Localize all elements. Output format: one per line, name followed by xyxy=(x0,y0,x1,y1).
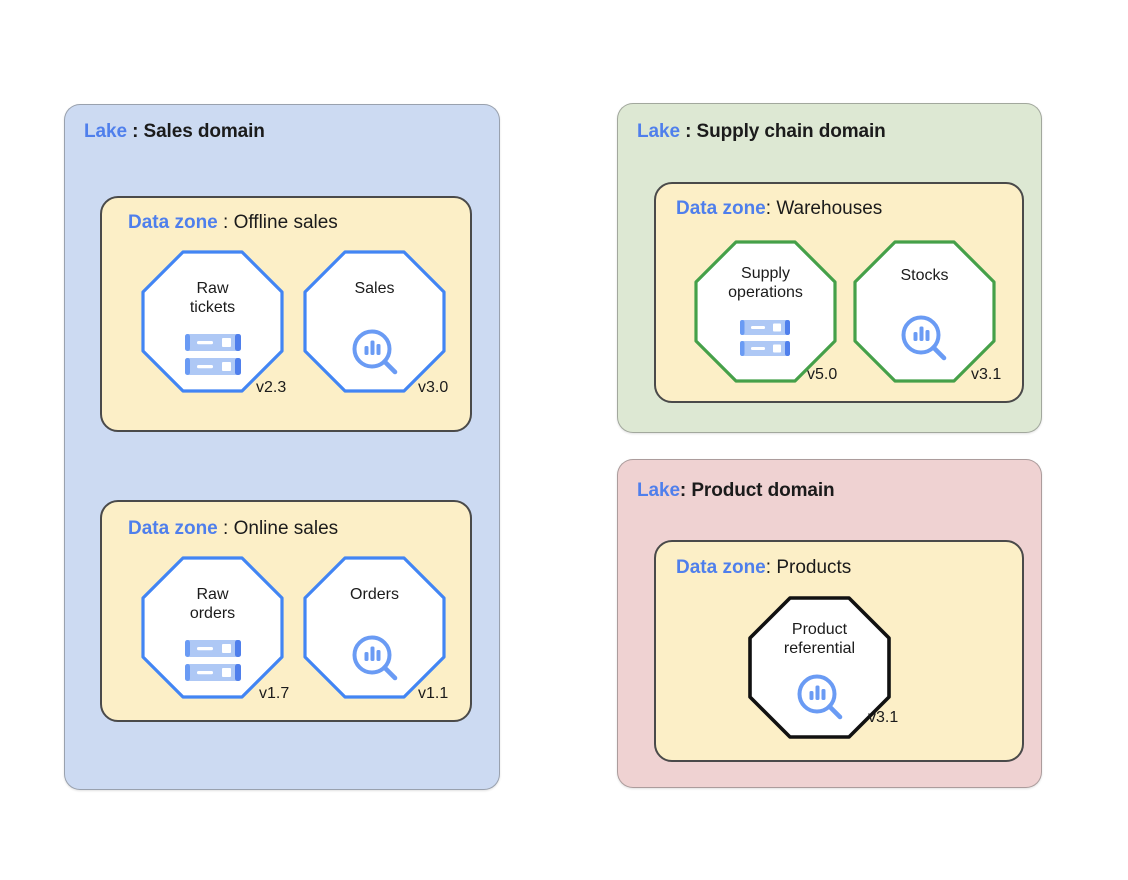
zone-separator: : xyxy=(217,212,234,233)
data-asset-version: v3.1 xyxy=(868,709,899,726)
zone-keyword: Data zone xyxy=(128,518,218,539)
data-zone-warehouses-title: Data zone: Warehouses xyxy=(676,198,882,220)
data-asset-orders[interactable]: Orders v1.1 xyxy=(303,556,448,702)
data-asset-version: v1.1 xyxy=(418,685,449,702)
zone-name: Warehouses xyxy=(776,198,883,219)
data-zone-online-sales-title: Data zone : Online sales xyxy=(128,518,338,540)
zone-keyword: Data zone xyxy=(676,198,766,219)
zone-separator: : xyxy=(217,518,234,539)
data-asset-version: v3.1 xyxy=(971,366,1002,383)
zone-separator: : xyxy=(765,557,777,578)
zone-keyword: Data zone xyxy=(128,212,218,233)
octagon-shape xyxy=(694,240,837,383)
octagon-shape xyxy=(303,556,446,699)
data-zone-offline-sales-title: Data zone : Offline sales xyxy=(128,212,338,234)
lake-name: Sales domain xyxy=(143,121,265,142)
octagon-shape xyxy=(853,240,996,383)
lake-supply-chain-domain-title: Lake : Supply chain domain xyxy=(637,121,886,143)
zone-name: Offline sales xyxy=(233,212,338,233)
octagon-shape xyxy=(748,596,891,739)
octagon-shape xyxy=(141,556,284,699)
data-asset-version: v5.0 xyxy=(807,366,838,383)
zone-separator: : xyxy=(765,198,777,219)
lake-separator: : xyxy=(679,121,697,142)
octagon-shape xyxy=(141,250,284,393)
lake-keyword: Lake xyxy=(84,121,127,142)
lake-product-domain-title: Lake: Product domain xyxy=(637,480,835,502)
octagon-shape xyxy=(303,250,446,393)
data-asset-raw-orders[interactable]: Raw orders v1.7 xyxy=(141,556,289,702)
data-asset-sales[interactable]: Sales v3.0 xyxy=(303,250,448,396)
lake-name: Supply chain domain xyxy=(696,121,886,142)
zone-keyword: Data zone xyxy=(676,557,766,578)
zone-name: Online sales xyxy=(233,518,339,539)
data-asset-version: v3.0 xyxy=(418,379,449,396)
lake-separator: : xyxy=(679,480,692,501)
lake-separator: : xyxy=(126,121,144,142)
lake-keyword: Lake xyxy=(637,121,680,142)
data-zone-products-title: Data zone: Products xyxy=(676,557,851,579)
data-asset-raw-tickets[interactable]: Raw tickets v2.3 xyxy=(141,250,286,396)
lake-sales-domain-title: Lake : Sales domain xyxy=(84,121,265,143)
data-asset-product-referential[interactable]: Product referential v3.1 xyxy=(748,596,898,739)
lake-name: Product domain xyxy=(691,480,835,501)
zone-name: Products xyxy=(776,557,852,578)
lake-keyword: Lake xyxy=(637,480,680,501)
data-asset-supply-operations[interactable]: Supply operations v5.0 xyxy=(694,240,837,383)
data-asset-version: v1.7 xyxy=(259,685,290,702)
data-asset-stocks[interactable]: Stocks v3.1 xyxy=(853,240,1001,383)
data-asset-version: v2.3 xyxy=(256,379,287,396)
